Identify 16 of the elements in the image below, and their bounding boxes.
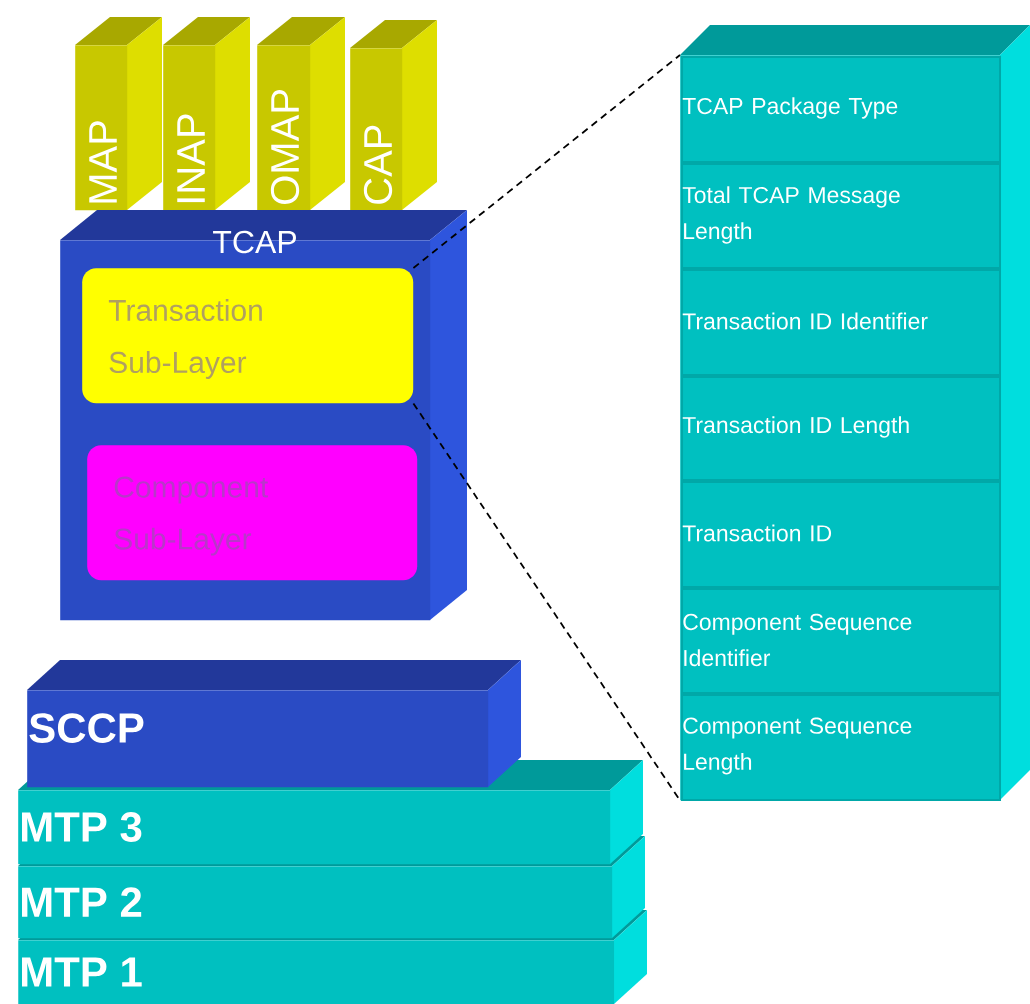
node-label: MTP 1 xyxy=(22,957,142,987)
field-row: Transaction ID Identifier xyxy=(681,269,1001,376)
protocol-block: CAP xyxy=(350,20,437,211)
field-row: Total TCAP Message Length xyxy=(681,163,1001,269)
protocol-block: MAP xyxy=(75,17,162,211)
layer-bar: SCCP xyxy=(27,660,521,788)
field-row: Component Sequence Length xyxy=(681,694,1001,801)
field-row: Transaction ID xyxy=(681,481,1001,588)
field-row: TCAP Package Type xyxy=(681,56,1001,163)
sublayer-box: Transaction Sub-Layer xyxy=(82,268,414,404)
protocol-block: INAP xyxy=(163,17,250,211)
field-row: Transaction ID Length xyxy=(681,376,1001,481)
protocol-block: OMAP xyxy=(257,17,345,211)
zoom-line xyxy=(412,54,681,269)
field-row: Component Sequence Identifier xyxy=(681,588,1001,694)
sublayer-box: Component Sub-Layer xyxy=(87,445,418,581)
